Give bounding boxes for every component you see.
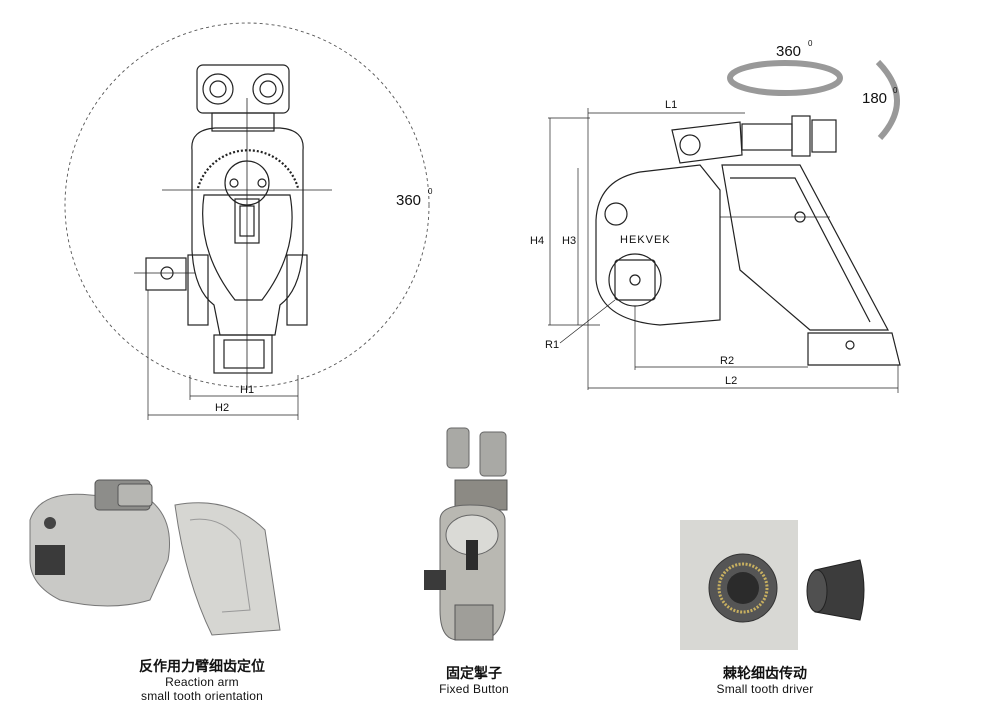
dim-l1-label: L1 [665, 99, 677, 111]
caption-reaction-arm: 反作用力臂细齿定位 Reaction arm small tooth orien… [92, 658, 312, 703]
caption-small-tooth-driver: 棘轮细齿传动 Small tooth driver [655, 665, 875, 696]
dim-r1-label: R1 [545, 339, 559, 351]
side-rotation-top-sup: 0 [808, 39, 813, 48]
side-rotation-top-label: 360 [776, 43, 801, 60]
dim-l2-label: L2 [725, 375, 737, 387]
side-rotation-side-sup: 0 [893, 86, 898, 95]
rotation-circle [64, 22, 430, 388]
dim-r2-label: R2 [720, 355, 734, 367]
small-tooth-driver-photo [680, 520, 865, 650]
caption-reaction-arm-en1: Reaction arm [165, 675, 239, 689]
fixed-button-photo [424, 427, 508, 641]
reaction-arm-photo [29, 479, 281, 636]
caption-reaction-arm-en2: small tooth orientation [141, 689, 263, 703]
dim-h4-label: H4 [530, 235, 544, 247]
dim-h1-label: H1 [240, 384, 254, 396]
caption-fixed-button: 固定掣子 Fixed Button [364, 665, 584, 696]
caption-fixed-button-zh: 固定掣子 [446, 665, 502, 681]
side-rotation-side-label: 180 [862, 90, 887, 107]
front-rotation-label: 360 [396, 192, 421, 209]
brand-label: HEKVEK [620, 234, 671, 246]
dim-h2-label: H2 [215, 402, 229, 414]
caption-fixed-button-en1: Fixed Button [439, 682, 509, 696]
caption-reaction-arm-zh: 反作用力臂细齿定位 [139, 658, 265, 674]
caption-small-tooth-driver-zh: 棘轮细齿传动 [723, 665, 807, 681]
side-view-drawing [548, 59, 901, 393]
front-rotation-sup: 0 [428, 187, 433, 196]
front-view-drawing [64, 22, 430, 420]
caption-small-tooth-driver-en1: Small tooth driver [716, 682, 814, 696]
dim-h3-label: H3 [562, 235, 576, 247]
